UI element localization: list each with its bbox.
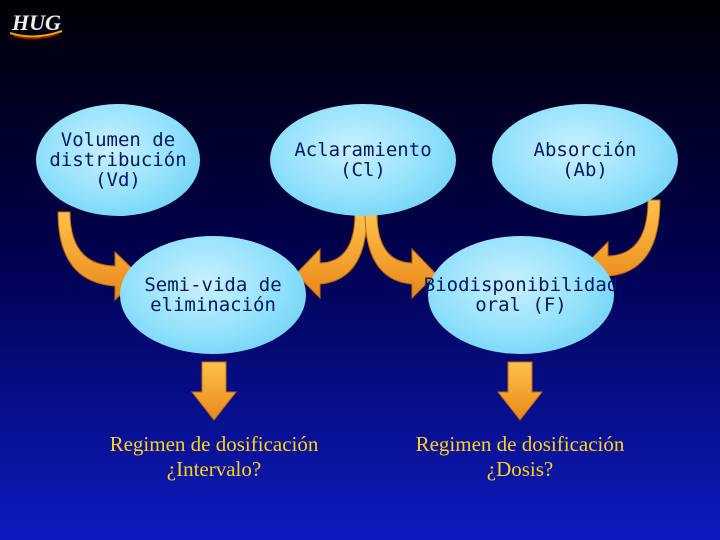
outcome-dosis: Regimen de dosificación ¿Dosis? xyxy=(415,432,625,481)
node-absorcion-label: Absorción (Ab) xyxy=(533,139,637,181)
curved-arrow-volumen xyxy=(57,211,141,302)
down-arrow-right xyxy=(496,361,544,421)
node-biodisponibilidad: Biodisponibilidad oral (F) xyxy=(424,236,618,354)
outcome-intervalo: Regimen de dosificación ¿Intervalo? xyxy=(109,432,319,481)
node-aclaramiento-label: Aclaramiento (Cl) xyxy=(294,139,432,181)
down-arrow-left xyxy=(190,361,238,421)
node-semivida-label: Semi-vida de eliminación xyxy=(144,274,282,316)
hug-logo: HUG xyxy=(6,6,66,40)
node-absorcion: Absorción (Ab) xyxy=(492,104,678,216)
node-semivida: Semi-vida de eliminación xyxy=(120,236,306,354)
node-biodisponibilidad-label: Biodisponibilidad oral (F) xyxy=(423,274,619,316)
curved-arrow-aclaramiento-bio xyxy=(364,212,437,300)
node-volumen-distribucion: Volumen de distribución (Vd) xyxy=(36,104,200,216)
curved-arrow-aclaramiento xyxy=(295,212,368,300)
node-volumen-label: Volumen de distribución (Vd) xyxy=(49,129,187,191)
logo-text: HUG xyxy=(11,10,61,35)
node-aclaramiento: Aclaramiento (Cl) xyxy=(270,104,456,216)
